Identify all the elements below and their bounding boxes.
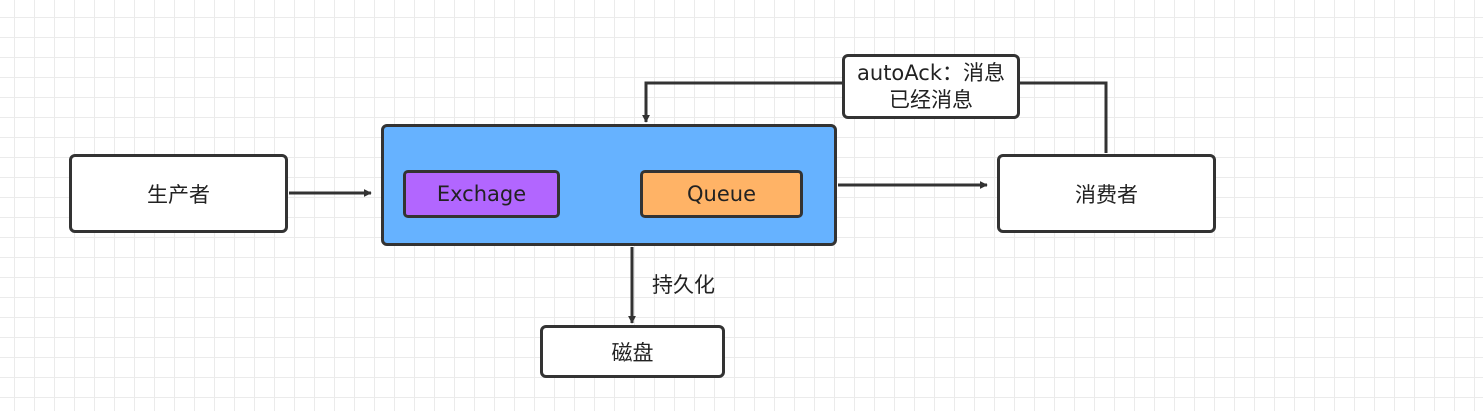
consumer-node: 消费者 bbox=[997, 154, 1216, 233]
auto-ack-text: autoAck：消息已经消息 bbox=[857, 60, 1005, 112]
consumer-label: 消费者 bbox=[1075, 182, 1138, 207]
auto-ack-label: autoAck：消息已经消息 bbox=[842, 54, 1020, 119]
persist-label: 持久化 bbox=[652, 273, 715, 297]
queue-label: Queue bbox=[687, 182, 756, 206]
disk-node: 磁盘 bbox=[540, 325, 725, 378]
producer-node: 生产者 bbox=[69, 154, 288, 233]
producer-label: 生产者 bbox=[147, 182, 210, 207]
disk-label: 磁盘 bbox=[611, 340, 654, 365]
exchange-label: Exchage bbox=[436, 182, 527, 206]
queue-node: Queue bbox=[640, 170, 803, 218]
exchange-node: Exchage bbox=[403, 170, 560, 218]
